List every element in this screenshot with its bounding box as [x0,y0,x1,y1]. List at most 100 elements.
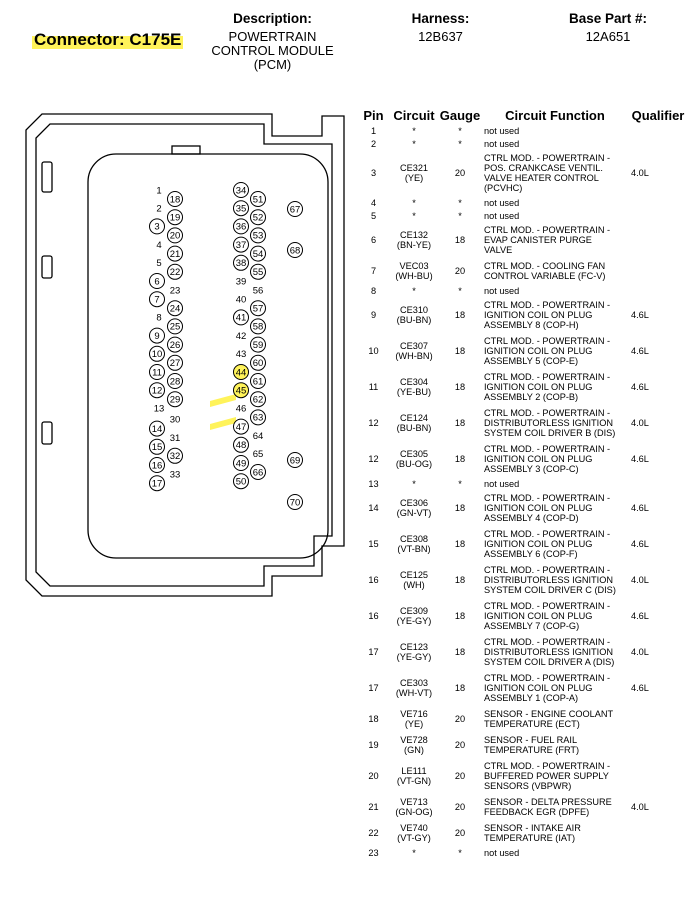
circuit-cell: CE303(WH-VT) [389,670,439,706]
function-line: ASSEMBLY 3 (COP-C) [484,464,579,474]
pin-socket [167,391,183,408]
pin-label: 32 [170,451,181,462]
pin-label: 50 [236,477,247,488]
pin-socket [149,327,165,344]
pin-69: 69 [287,452,303,468]
function-cell: not used [481,137,629,150]
pin-label: 46 [236,404,247,415]
circuit-line: * [412,847,416,858]
function-line: VALVE HEATER CONTROL [484,173,599,183]
description-line: (PCM) [253,57,292,72]
pin-label: 4 [156,240,161,251]
harness-value: 12B637 [418,29,463,44]
pin-label: 66 [253,467,264,478]
pin-socket [287,494,303,510]
circuit-cell: * [389,196,439,209]
function-line: CTRL MOD. - POWERTRAIN - [484,408,611,418]
pin-socket [167,354,183,371]
description-block: Description: POWERTRAIN CONTROL MODULE (… [200,12,345,72]
function-cell: CTRL MOD. - POWERTRAIN -IGNITION COIL ON… [481,297,629,333]
circuit-line: * [412,138,416,149]
function-line: CTRL MOD. - POWERTRAIN - [484,565,611,575]
pin-socket [233,473,249,490]
pin-number-cell: 1 [358,124,389,137]
function-line: SENSOR - FUEL RAIL [484,735,578,745]
pin-number: 14 [368,503,379,513]
pin-31: 31 [170,433,181,444]
pin-number-cell: 12 [358,405,389,441]
pin-label: 12 [152,386,163,397]
pin-label: 45 [236,386,247,397]
pin-number-cell: 20 [358,758,389,794]
pin-label: 10 [152,349,163,360]
pin-label: 57 [253,304,264,315]
pin-socket [149,364,165,380]
function-line: not used [484,125,520,136]
pin-59: 59 [250,336,266,353]
pin-number: 12 [368,454,379,464]
circuit-cell: CE308(VT-BN) [389,526,439,562]
pin-number-cell: 21 [358,794,389,820]
pin-number-cell: 19 [358,732,389,758]
circuit-cell: CE309(YE-GY) [389,598,439,634]
function-line: IGNITION COIL ON PLUG [484,382,593,392]
function-line: IGNITION COIL ON PLUG [484,503,593,513]
pin-number-cell: 22 [358,820,389,846]
pin-number: 17 [368,647,379,657]
function-line: not used [484,138,520,149]
pin-socket [233,218,249,235]
circuit-line: VE740 [400,823,428,833]
function-line: BUFFERED POWER SUPPLY [484,771,609,781]
pin-20: 20 [167,227,183,244]
gauge-value: * [458,847,462,858]
function-line: CTRL MOD. - POWERTRAIN - [484,444,611,454]
function-line: (PCVHC) [484,183,523,193]
pin-64: 64 [253,431,264,442]
pin-18: 18 [167,191,183,207]
pin-53: 53 [250,227,266,244]
circuit-line: CE132 [399,230,429,240]
pin-socket [149,218,165,235]
circuit-line: CE305 [399,449,429,459]
gauge-cell: 18 [439,333,481,369]
pin-38: 38 [233,254,249,271]
circuit-cell: CE123(YE-GY) [389,634,439,670]
function-line: CONTROL VARIABLE (FC-V) [484,271,606,281]
circuit-cell: VEC03(WH-BU) [389,258,439,284]
pin-label: 65 [253,449,264,460]
function-line: not used [484,285,520,296]
gauge-cell: * [439,137,481,150]
qualifier-cell [629,137,687,150]
function-cell: CTRL MOD. - POWERTRAIN -IGNITION COIL ON… [481,369,629,405]
qualifier-cell [629,732,687,758]
gauge-cell: 18 [439,670,481,706]
pin-number: 5 [370,210,377,221]
pin-label: 41 [236,313,247,324]
gauge-cell: 20 [439,794,481,820]
pin-label: 36 [236,222,247,233]
pin-13: 13 [154,404,165,415]
pin-label: 48 [236,440,247,451]
gauge-cell: 20 [439,150,481,196]
pin-48: 48 [233,436,249,453]
circuit-line: (WH-BU) [395,271,433,281]
pin-number-cell: 7 [358,258,389,284]
function-line: TEMPERATURE (ECT) [484,719,580,729]
pin-label: 28 [170,376,181,387]
pin-label: 70 [290,497,301,508]
gauge-value: 20 [454,771,466,781]
function-line: not used [484,478,520,489]
pin-number: 18 [368,714,379,724]
pin-number-cell: 11 [358,369,389,405]
function-line: ASSEMBLY 6 (COP-F) [484,549,578,559]
description-label: Description: [233,11,312,26]
function-cell: CTRL MOD. - POWERTRAIN -IGNITION COIL ON… [481,490,629,526]
pin-label: 29 [170,395,181,406]
gauge-value: 18 [454,454,466,464]
pin-number-cell: 13 [358,477,389,490]
pin-socket [167,318,183,335]
circuit-line: (YE-GY) [396,652,432,662]
